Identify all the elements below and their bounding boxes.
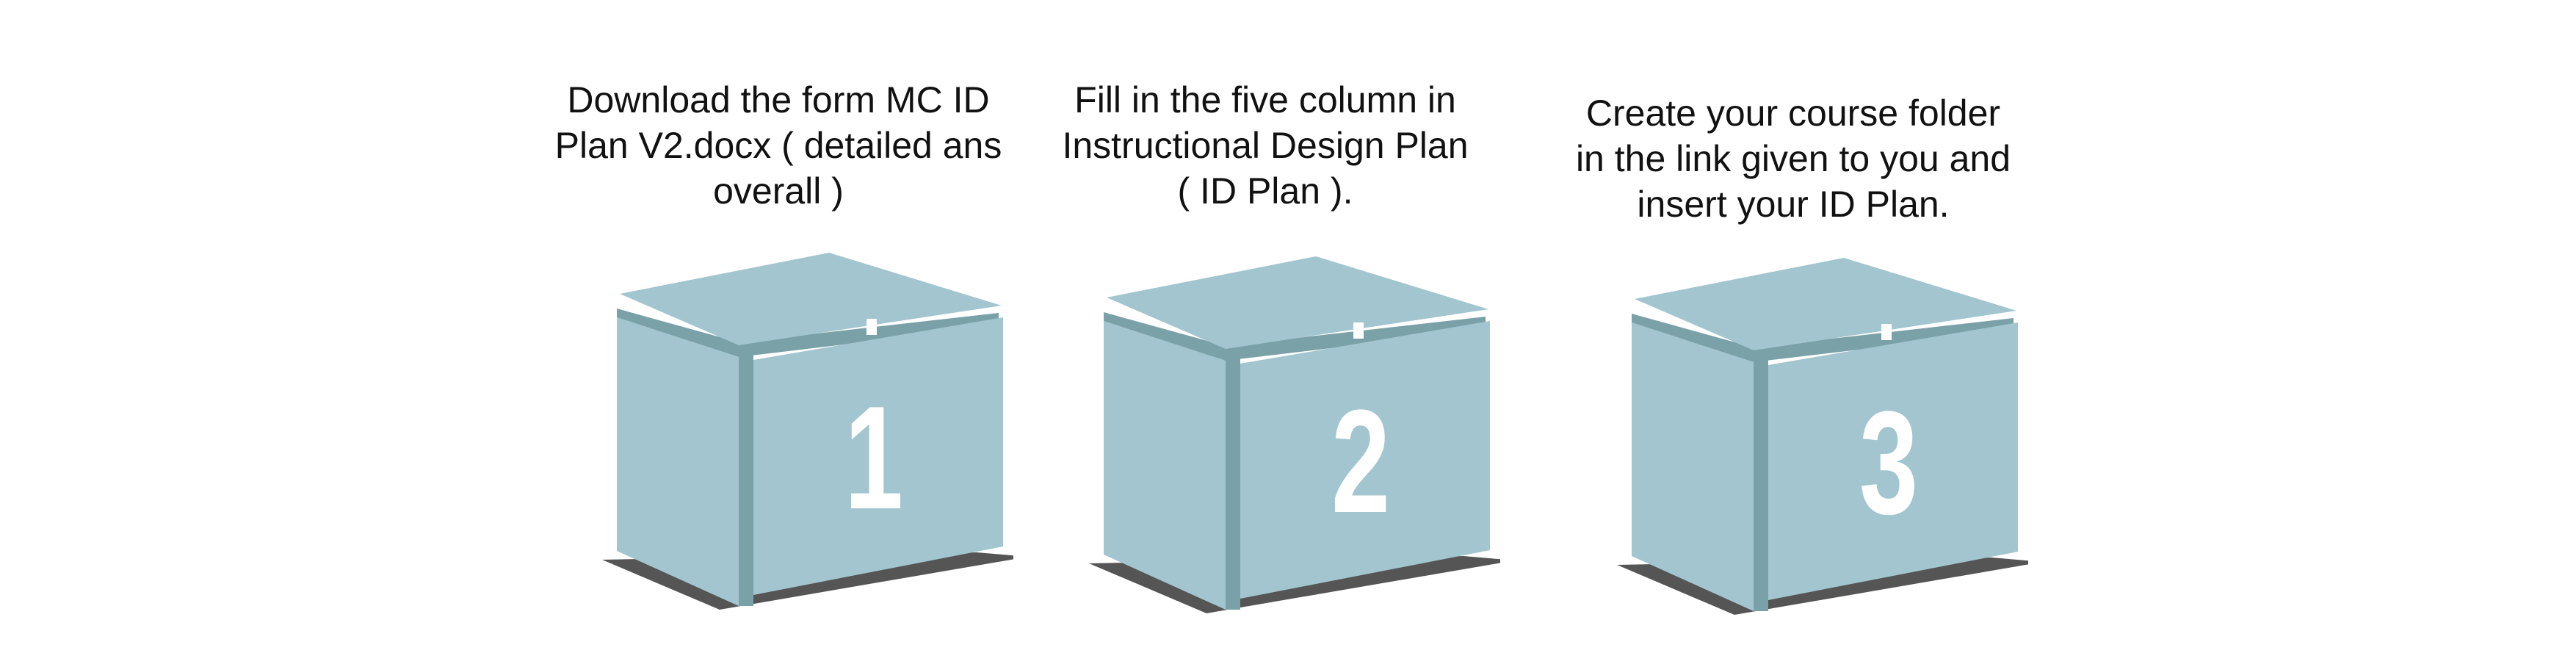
step-2-caption: Fill in the five column in Instructional… [1062, 79, 1469, 212]
box-left-face [1632, 322, 1754, 611]
step-1-number: 1 [844, 376, 904, 540]
step-3-box: 3 [1558, 255, 2028, 637]
box-lid-gap [1881, 324, 1892, 340]
step-3-caption: Create your course folder in the link gi… [1575, 93, 2011, 225]
box-corner-edge [1226, 346, 1240, 610]
box-front-face [1240, 321, 1490, 599]
step-2-number: 2 [1331, 380, 1391, 544]
box-lid [1107, 256, 1488, 349]
step-1-box: 1 [543, 250, 1013, 632]
box-corner-edge [739, 342, 753, 606]
box-inner-edge-top [1104, 312, 1486, 361]
step-3-number: 3 [1859, 381, 1919, 545]
box-graphic [602, 253, 1013, 610]
box-graphic [1089, 256, 1500, 613]
box-left-face [1104, 321, 1226, 610]
box-lid-gap [1353, 322, 1364, 339]
box-inner-edge-top [617, 309, 999, 357]
box-lid [1635, 258, 2016, 350]
box-lid [620, 253, 1002, 345]
box-inner-edge-top [1632, 314, 2014, 362]
step-1-caption: Download the form MC ID Plan V2.docx ( d… [554, 79, 1002, 212]
step-2-box: 2 [1030, 253, 1500, 635]
box-lid-gap [866, 319, 877, 335]
box-graphic [1617, 258, 2028, 615]
box-left-face [617, 317, 739, 606]
box-corner-edge [1754, 347, 1768, 611]
box-front-face [1768, 322, 2018, 600]
box-front-face [753, 317, 1003, 595]
